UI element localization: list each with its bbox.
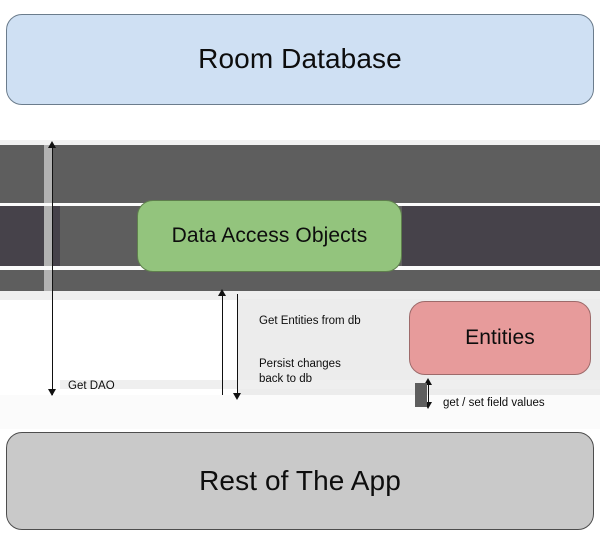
edge-get-set-field-values-arrowhead-top: [424, 378, 432, 385]
node-entities-label: Entities: [465, 326, 535, 350]
node-room-database-label: Room Database: [198, 43, 402, 75]
artifact-column-dark-right: [402, 206, 600, 266]
edge-get-set-field-values-arrowhead-bottom: [424, 402, 432, 409]
edge-get-set-field-values-line: [428, 383, 429, 407]
edge-get-set-field-values-stub: [415, 383, 427, 407]
node-rest-of-the-app-label: Rest of The App: [199, 464, 401, 496]
label-backdrop-strip: [60, 380, 600, 389]
node-entities[interactable]: Entities: [409, 301, 591, 375]
edge-get-dao-line: [52, 146, 53, 395]
edge-persist-changes-line: [237, 294, 238, 395]
artifact-column-left: [0, 145, 44, 203]
node-room-database[interactable]: Room Database: [6, 14, 594, 105]
label-backdrop-lower: [0, 395, 600, 429]
edge-persist-changes-label-line2: back to db: [259, 373, 313, 385]
edge-get-entities-arrowhead: [218, 289, 226, 296]
edge-get-entities-line: [222, 294, 223, 395]
edge-get-entities-label: Get Entities from db: [259, 315, 361, 327]
node-data-access-objects[interactable]: Data Access Objects: [137, 200, 402, 272]
edge-get-dao-label: Get DAO: [68, 380, 115, 392]
artifact-band-edge-top: [0, 140, 600, 145]
artifact-strip-white-c: [0, 291, 600, 300]
artifact-column-dark: [0, 206, 44, 266]
node-data-access-objects-label: Data Access Objects: [171, 224, 368, 248]
node-rest-of-the-app[interactable]: Rest of The App: [6, 432, 594, 530]
edge-get-dao-arrowhead-bottom: [48, 389, 56, 396]
edge-get-dao-arrowhead-top: [48, 141, 56, 148]
artifact-column-gap: [44, 145, 52, 293]
edge-persist-changes-label-line1: Persist changes: [259, 358, 341, 370]
edge-persist-changes-arrowhead: [233, 393, 241, 400]
edge-get-set-field-values-label: get / set field values: [443, 397, 545, 409]
